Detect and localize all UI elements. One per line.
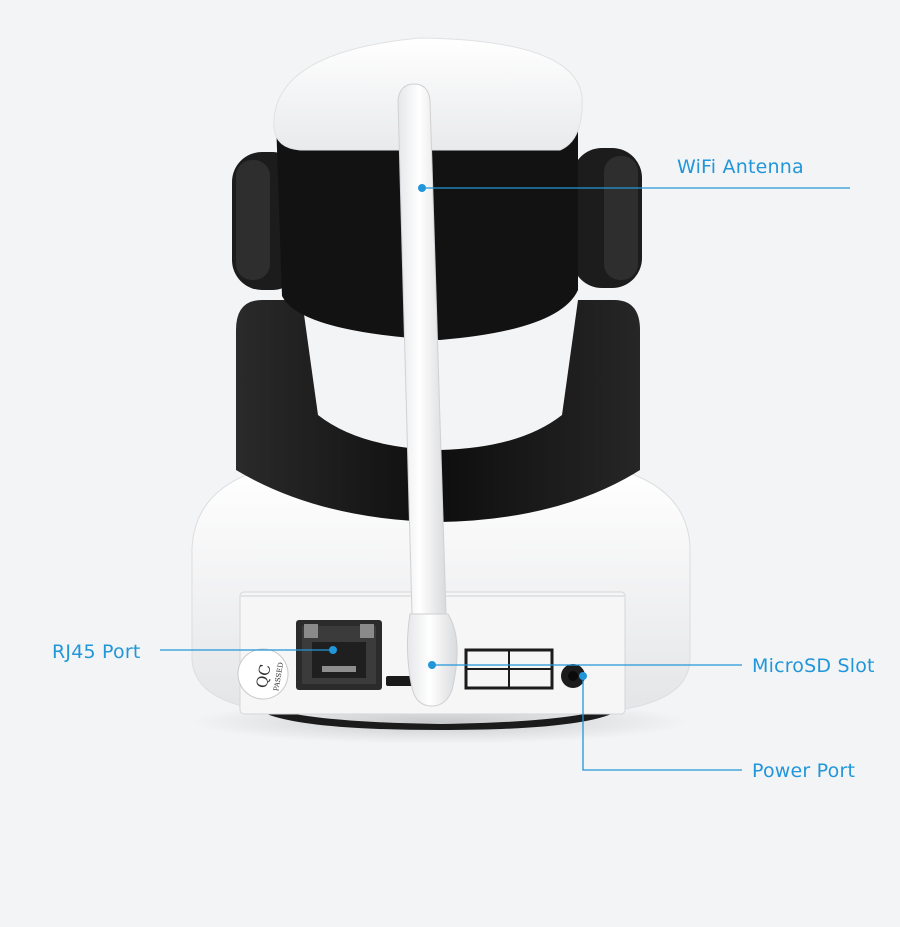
power-port-graphic (561, 664, 585, 688)
qc-sticker-line1: QC (253, 663, 275, 690)
camera-yoke (236, 300, 640, 522)
qc-passed-sticker: QC PASSED (237, 648, 289, 700)
microsd-slot-dot (428, 661, 436, 669)
callout-lines (160, 187, 850, 771)
right-pivot-cap (604, 156, 638, 280)
microsd-slot-label: MicroSD Slot (752, 655, 875, 677)
left-pivot-cap (236, 160, 270, 280)
power-port-label: Power Port (752, 760, 856, 782)
cable-slot (386, 676, 416, 686)
wifi-antenna-dot (418, 184, 426, 192)
rj45-port-graphic (296, 620, 382, 690)
rj45-port-dot (329, 646, 337, 654)
callout-dots (329, 184, 587, 680)
wifi-antenna-graphic (397, 83, 458, 707)
power-port-dot (579, 672, 587, 680)
power-port-leader (582, 676, 742, 771)
microsd-slot-graphic (464, 648, 554, 690)
rj45-port-label: RJ45 Port (52, 641, 141, 663)
camera-base-rim (262, 705, 616, 730)
wifi-antenna-label: WiFi Antenna (677, 156, 804, 178)
